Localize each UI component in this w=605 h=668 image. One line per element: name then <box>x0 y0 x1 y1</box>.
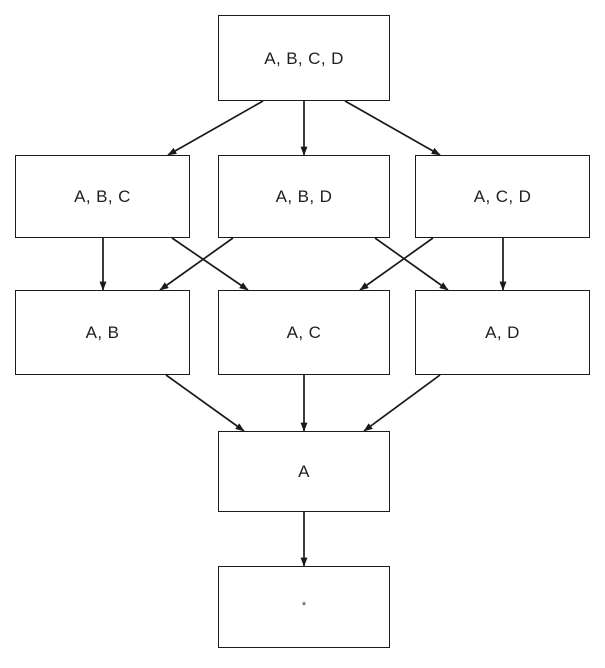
node-label: A, C, D <box>473 187 532 206</box>
node-ab[interactable]: A, B <box>15 290 190 375</box>
edge-abd-to-ab <box>159 237 234 291</box>
edge-abcd-to-acd <box>344 100 441 156</box>
node-label: A, C <box>286 323 322 342</box>
node-star[interactable]: * <box>218 566 390 648</box>
node-label: A, B, C <box>74 187 131 206</box>
edge-acd-to-ac <box>359 237 434 291</box>
node-label: A, B, C, D <box>264 48 344 68</box>
node-a[interactable]: A <box>218 431 390 512</box>
edge-abcd-to-abc <box>167 100 264 156</box>
node-abd[interactable]: A, B, D <box>218 155 390 238</box>
node-ac[interactable]: A, C <box>218 290 390 375</box>
edge-ad-to-a <box>363 374 441 432</box>
node-label: A, B, D <box>275 187 333 206</box>
node-label: A <box>298 462 310 481</box>
edge-abc-to-ac <box>171 237 249 291</box>
node-label: * <box>301 599 307 612</box>
node-label: A, D <box>485 323 520 342</box>
node-abcd[interactable]: A, B, C, D <box>218 15 390 101</box>
edge-abd-to-ad <box>374 237 449 291</box>
node-abc[interactable]: A, B, C <box>15 155 190 238</box>
node-label: A, B <box>85 323 120 342</box>
node-acd[interactable]: A, C, D <box>415 155 590 238</box>
node-ad[interactable]: A, D <box>415 290 590 375</box>
edges-group <box>99 100 507 567</box>
edge-ab-to-a <box>165 374 245 432</box>
